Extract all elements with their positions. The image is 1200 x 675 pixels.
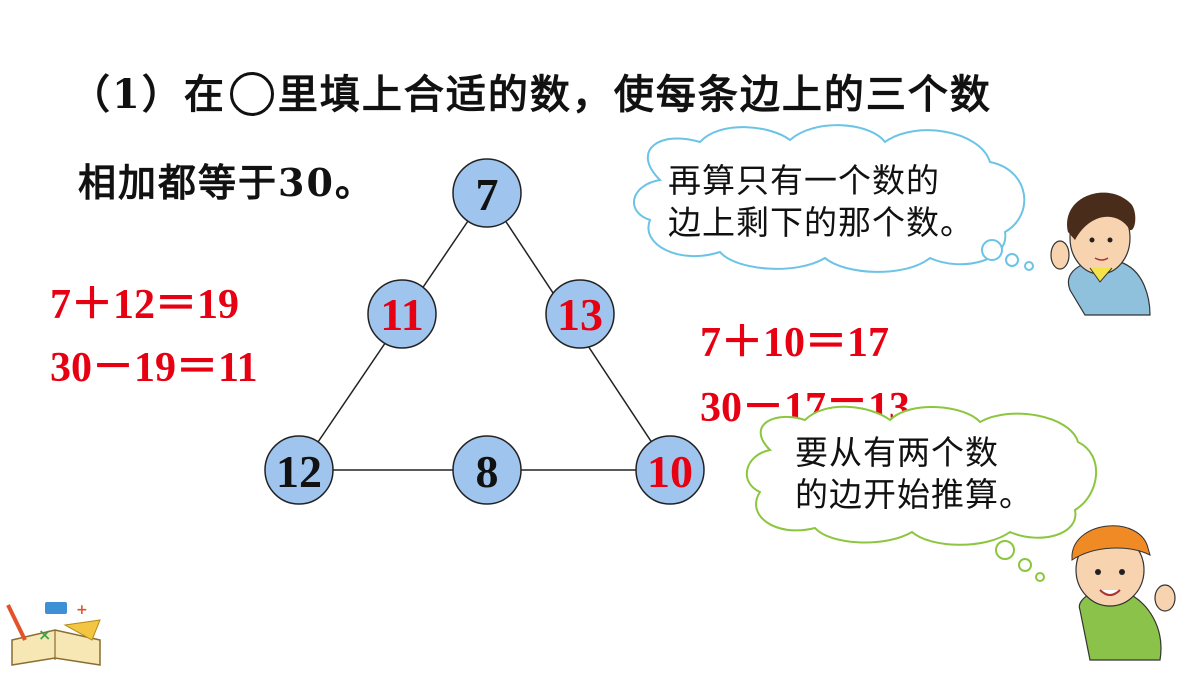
bubble-top-line-2: 边上剩下的那个数。 xyxy=(668,203,974,242)
bubble-bottom-text: 要从有两个数 的边开始推算。 xyxy=(795,432,1033,516)
bubble-top-dot-3 xyxy=(1024,261,1034,271)
node-right-mid-value: 13 xyxy=(557,289,603,340)
node-left-mid: 11 xyxy=(367,279,437,349)
node-top-circle xyxy=(452,158,522,228)
bubble-top-dot-1 xyxy=(981,239,1003,261)
math-book-icon: + × xyxy=(6,602,101,666)
svg-text:+: + xyxy=(76,602,88,618)
node-bottom-left: 12 xyxy=(264,435,334,505)
right-calc-1: 7＋10＝17 xyxy=(700,320,890,366)
node-bottom-right-value: 10 xyxy=(647,446,693,497)
node-top: 7 xyxy=(452,158,522,228)
node-bottom-left-value: 12 xyxy=(276,446,322,497)
svg-text:×: × xyxy=(38,625,51,644)
bubble-bottom-line-1: 要从有两个数 xyxy=(795,433,999,472)
node-right-mid: 13 xyxy=(545,279,615,349)
question-line-2: 相加都等于30。 xyxy=(78,160,375,205)
node-right-mid-circle xyxy=(545,279,615,349)
bubble-bottom-dot-3 xyxy=(1035,572,1045,582)
question-suffix: 里填上合适的数，使每条边上的三个数 xyxy=(277,71,992,118)
bubble-top-text: 再算只有一个数的 边上剩下的那个数。 xyxy=(668,160,974,244)
node-top-value: 7 xyxy=(476,169,499,220)
left-calc-2: 30－19＝11 xyxy=(50,345,258,391)
node-bottom-right: 10 xyxy=(635,435,705,505)
bubble-bottom-line-2: 的边开始推算。 xyxy=(795,475,1033,514)
bubble-bottom-shape xyxy=(745,405,1097,546)
bubble-top-dot-2 xyxy=(1005,253,1019,267)
boy-thinking-illustration xyxy=(1050,192,1151,316)
question-prefix: （1）在 xyxy=(70,71,226,118)
bubble-top-shape xyxy=(633,124,1026,273)
triangle-edges xyxy=(298,192,671,471)
node-bottom-mid-circle xyxy=(452,435,522,505)
left-calc-1: 7＋12＝19 xyxy=(50,282,240,328)
bubble-bottom-dot-1 xyxy=(995,540,1015,560)
node-left-mid-value: 11 xyxy=(380,289,423,340)
node-left-mid-circle xyxy=(367,279,437,349)
bubble-bottom-dot-2 xyxy=(1018,558,1032,572)
blank-circle-icon xyxy=(229,72,274,116)
question-line-1: （1）在 里填上合适的数，使每条边上的三个数 xyxy=(70,62,992,120)
thought-bubble-top xyxy=(633,124,1034,273)
node-bottom-mid: 8 xyxy=(452,435,522,505)
node-bottom-left-circle xyxy=(264,435,334,505)
thought-bubble-bottom xyxy=(745,405,1097,582)
node-bottom-mid-value: 8 xyxy=(476,446,499,497)
node-bottom-right-circle xyxy=(635,435,705,505)
bubble-top-line-1: 再算只有一个数的 xyxy=(668,161,940,200)
boy-with-cap-illustration xyxy=(1071,525,1176,661)
